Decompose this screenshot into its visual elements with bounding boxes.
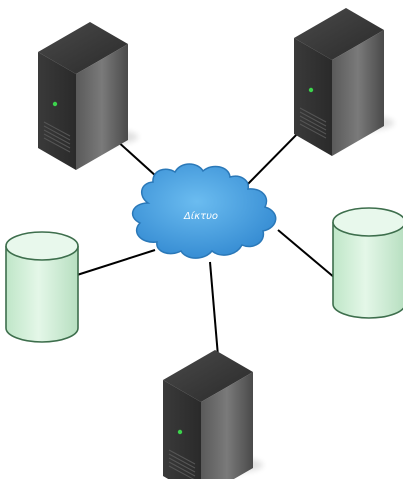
storage-right [332, 207, 403, 319]
network-cloud: Δίκτυο [131, 163, 277, 259]
link-server-bottom [209, 261, 219, 357]
server-top-right [294, 8, 394, 156]
link-storage-left [76, 249, 156, 276]
network-label: Δίκτυο [183, 210, 218, 222]
storage-left [5, 231, 79, 343]
link-storage-right [277, 229, 336, 279]
server-top-left [38, 22, 138, 170]
server-bottom [163, 350, 263, 479]
link-server-top-right [239, 124, 307, 193]
cloud-icon [131, 163, 277, 259]
